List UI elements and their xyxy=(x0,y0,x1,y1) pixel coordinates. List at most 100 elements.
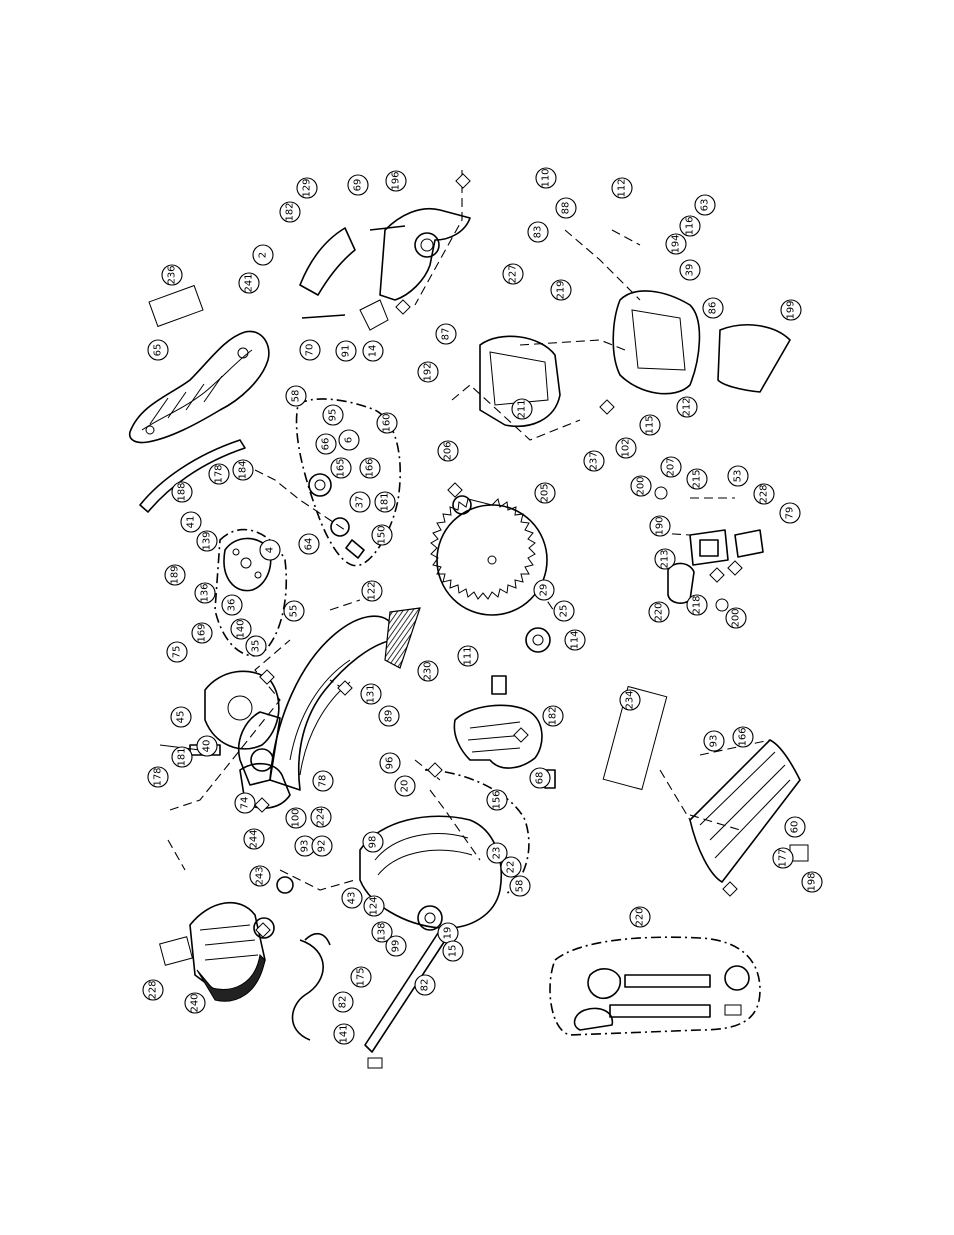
part-callout: 37 xyxy=(349,491,371,513)
part-callout: 58 xyxy=(509,875,531,897)
callout-circle xyxy=(486,842,508,864)
callout-label: 65 xyxy=(153,344,164,357)
part-callout: 82 xyxy=(414,974,436,996)
callout-circle xyxy=(322,404,344,426)
part-callout: 219 xyxy=(550,279,572,301)
part-callout: 14 xyxy=(362,340,384,362)
callout-circle xyxy=(311,835,333,857)
callout-circle xyxy=(332,991,354,1013)
part-callout: 68 xyxy=(529,767,551,789)
part-callout: 98 xyxy=(362,831,384,853)
saw-blade-part xyxy=(430,495,551,653)
callout-circle xyxy=(660,456,682,478)
part-callout: 88 xyxy=(555,197,577,219)
callout-circle xyxy=(486,789,508,811)
part-callout: 181 xyxy=(171,746,193,768)
part-callout: 111 xyxy=(457,645,479,667)
part-callout: 200 xyxy=(725,607,747,629)
callout-label: 138 xyxy=(377,922,388,941)
part-callout: 69 xyxy=(347,174,369,196)
callout-circle xyxy=(243,828,265,850)
part-callout: 236 xyxy=(161,264,183,286)
callout-circle xyxy=(615,437,637,459)
callout-label: 36 xyxy=(227,599,238,612)
callout-circle xyxy=(194,582,216,604)
motor-part xyxy=(159,876,294,1002)
part-callout: 82 xyxy=(332,991,354,1013)
callout-label: 43 xyxy=(347,892,358,905)
callout-circle xyxy=(298,533,320,555)
part-callout: 110 xyxy=(535,167,557,189)
part-callout: 181 xyxy=(374,491,396,513)
callout-label: 124 xyxy=(369,896,380,915)
part-callout: 182 xyxy=(542,705,564,727)
callout-label: 219 xyxy=(556,280,567,299)
callout-label: 234 xyxy=(625,690,636,709)
callout-label: 224 xyxy=(316,807,327,826)
callout-label: 14 xyxy=(368,345,379,358)
part-callout: 96 xyxy=(379,752,401,774)
part-callout: 95 xyxy=(322,404,344,426)
callout-label: 166 xyxy=(738,727,749,746)
callout-circle xyxy=(648,601,670,623)
callout-circle xyxy=(164,564,186,586)
part-callout: 196 xyxy=(385,170,407,192)
part-callout: 53 xyxy=(727,465,749,487)
belt-cover-part xyxy=(128,284,270,444)
callout-label: 82 xyxy=(420,979,431,992)
callout-circle xyxy=(435,323,457,345)
part-callout: 166 xyxy=(359,457,381,479)
callout-label: 115 xyxy=(645,415,656,434)
part-callout: 188 xyxy=(171,481,193,503)
callout-label: 15 xyxy=(448,945,459,958)
callout-label: 39 xyxy=(685,264,696,277)
callout-label: 100 xyxy=(291,808,302,827)
callout-circle xyxy=(333,1023,355,1045)
callout-label: 41 xyxy=(186,516,197,529)
part-callout: 175 xyxy=(350,966,372,988)
callout-label: 190 xyxy=(655,516,666,535)
part-callout: 129 xyxy=(296,177,318,199)
callout-circle xyxy=(511,398,533,420)
part-callout: 228 xyxy=(753,483,775,505)
part-callout: 165 xyxy=(330,457,352,479)
callout-circle xyxy=(259,539,281,561)
callout-label: 156 xyxy=(492,790,503,809)
callout-circle xyxy=(166,641,188,663)
callout-label: 122 xyxy=(367,581,378,600)
callout-circle xyxy=(359,457,381,479)
part-callout: 190 xyxy=(649,515,671,537)
callout-label: 199 xyxy=(786,300,797,319)
callout-label: 74 xyxy=(240,797,251,810)
callout-label: 20 xyxy=(400,780,411,793)
callout-label: 53 xyxy=(733,470,744,483)
callout-label: 63 xyxy=(700,199,711,212)
part-callout: 41 xyxy=(180,511,202,533)
reference-tags xyxy=(254,173,743,938)
callout-label: 136 xyxy=(200,583,211,602)
part-callout: 192 xyxy=(417,361,439,383)
callout-circle xyxy=(285,807,307,829)
part-callout: 39 xyxy=(679,259,701,281)
part-callout: 218 xyxy=(686,594,708,616)
callout-label: 241 xyxy=(244,273,255,292)
callout-circle xyxy=(285,385,307,407)
callout-label: 25 xyxy=(559,605,570,618)
part-callout: 55 xyxy=(283,600,305,622)
callout-circle xyxy=(147,339,169,361)
callout-label: 178 xyxy=(153,767,164,786)
callout-circle xyxy=(363,895,385,917)
callout-circle xyxy=(315,433,337,455)
fence-part xyxy=(602,685,809,883)
callout-label: 70 xyxy=(305,344,316,357)
part-callout: 227 xyxy=(502,263,524,285)
callout-label: 37 xyxy=(355,496,366,509)
callout-circle xyxy=(417,660,439,682)
part-callout: 169 xyxy=(191,622,213,644)
callout-label: 181 xyxy=(177,747,188,766)
callout-circle xyxy=(170,706,192,728)
laser-kit-part xyxy=(549,936,761,1036)
callout-circle xyxy=(362,340,384,362)
callout-label: 182 xyxy=(285,202,296,221)
power-cord-part xyxy=(291,932,331,1041)
